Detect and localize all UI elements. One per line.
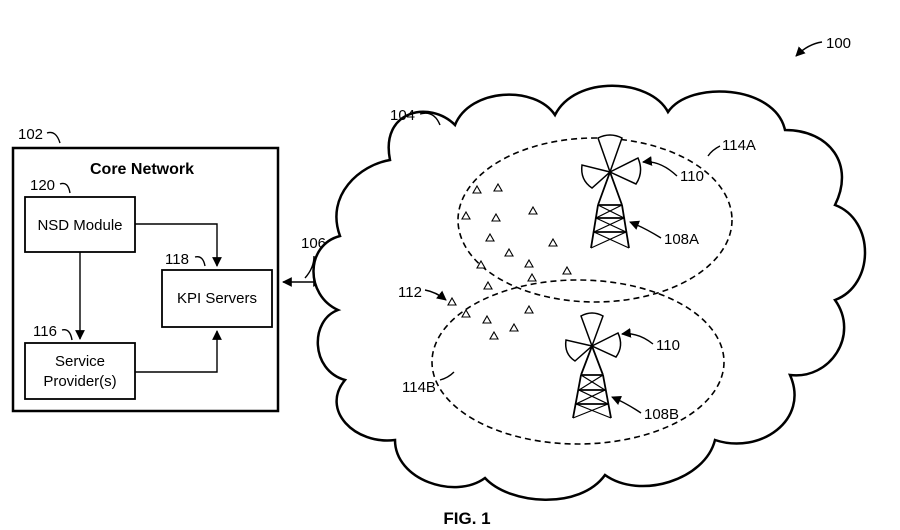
nsd-module-ref: 120 [30,177,55,194]
figure-caption: FIG. 1 [443,509,490,528]
cell-b-ref: 114B [402,379,436,396]
service-provider-label-line2: Provider(s) [43,373,116,390]
tower-b-ref: 108B [644,406,679,423]
kpi-servers-label: KPI Servers [177,290,257,307]
core-network-title: Core Network [90,161,194,178]
ue-ref: 112 [398,284,422,301]
service-provider-leader [62,330,72,340]
provider-to-kpi-arrow [135,331,217,372]
nsd-module-node: 120 NSD Module [25,177,135,252]
tower-a-ref: 108A [664,231,699,248]
service-provider-label-line1: Service [55,353,105,370]
cloud-ref: 104 [390,107,415,124]
antenna-b-ref: 110 [656,337,680,354]
kpi-servers-ref: 118 [165,251,189,268]
core-network-ref: 102 [18,126,43,143]
core-network-leader [47,132,60,143]
cloud-104 [313,86,865,500]
ref-100-label: 100 [826,35,851,52]
cell-a-ref: 114A [722,137,756,154]
antenna-a-ref: 110 [680,168,704,185]
service-provider-ref: 116 [33,323,57,340]
kpi-servers-leader [195,257,205,266]
nsd-module-leader [60,183,70,193]
ref-100-arrow [796,42,822,56]
nsd-module-label: NSD Module [37,217,122,234]
